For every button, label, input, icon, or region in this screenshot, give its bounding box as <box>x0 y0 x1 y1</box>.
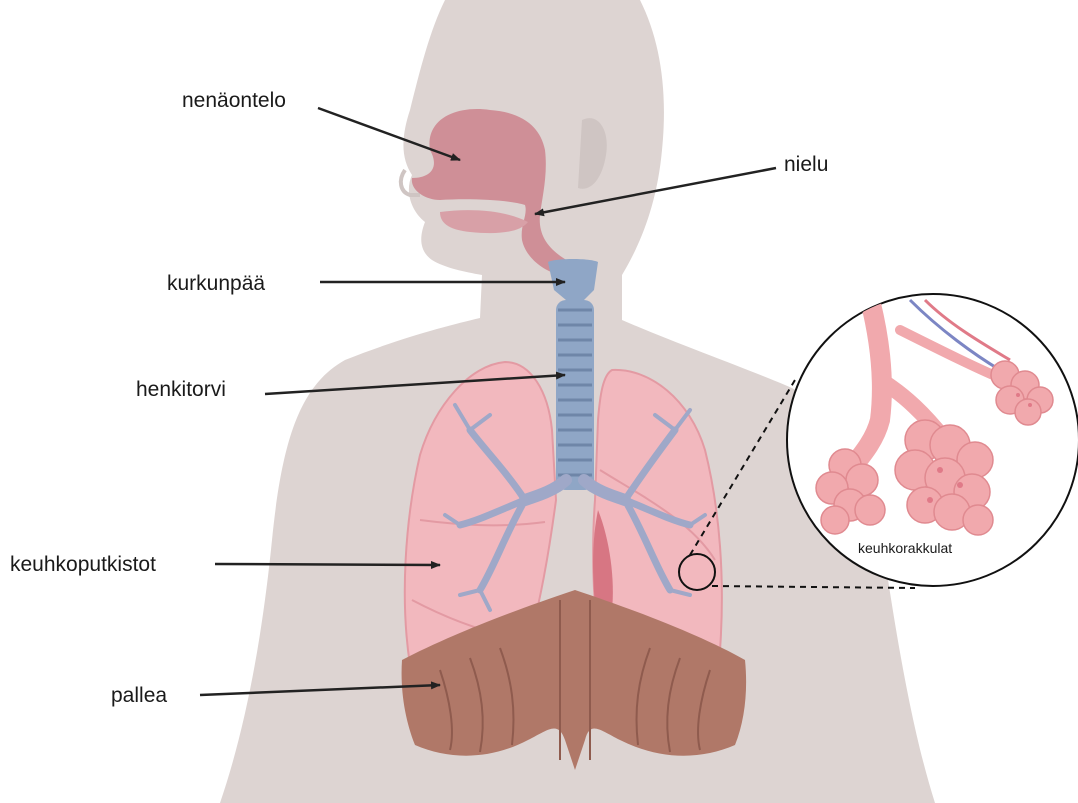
label-pharynx: nielu <box>784 153 828 176</box>
label-nasal-cavity: nenäontelo <box>182 89 286 112</box>
label-diaphragm: pallea <box>111 684 167 707</box>
label-alveoli: keuhkorakkulat <box>858 540 952 556</box>
arrow-bronchial-tree <box>215 564 440 565</box>
label-larynx: kurkunpää <box>167 272 265 295</box>
label-trachea: henkitorvi <box>136 378 226 401</box>
label-bronchial-tree: keuhkoputkistot <box>10 553 156 576</box>
